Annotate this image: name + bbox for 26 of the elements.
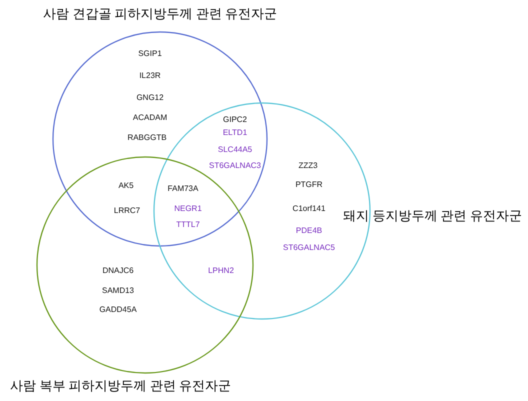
gene-label: GNG12: [136, 93, 164, 103]
gene-label: ACADAM: [132, 113, 168, 123]
gene-label: PTGFR: [295, 180, 323, 190]
gene-label: ST6GALNAC3: [208, 161, 262, 171]
gene-label: SAMD13: [102, 286, 134, 296]
gene-label: IL23R: [139, 71, 161, 81]
gene-label: C1orf141: [292, 204, 326, 214]
gene-label: LPHN2: [208, 266, 234, 276]
gene-label: AK5: [118, 181, 134, 191]
gene-label: GADD45A: [99, 305, 137, 315]
gene-label: DNAJC6: [102, 266, 134, 276]
gene-label: GIPC2: [223, 115, 247, 125]
gene-label: SLC44A5: [218, 145, 252, 155]
gene-label: SGIP1: [138, 49, 162, 59]
gene-label: FAM73A: [168, 184, 198, 194]
gene-label: TTTL7: [176, 220, 200, 230]
set-heading: 사람 견갑골 피하지방두께 관련 유전자군: [43, 6, 277, 22]
gene-label: RABGGTB: [127, 133, 167, 143]
gene-label: NEGR1: [174, 204, 202, 214]
gene-label: LRRC7: [114, 206, 140, 216]
set-heading: 돼지 등지방두께 관련 유전자군: [343, 208, 522, 224]
gene-label: PDE4B: [296, 226, 322, 236]
gene-label: ZZZ3: [298, 161, 318, 171]
gene-label: ELTD1: [222, 128, 248, 138]
set-heading: 사람 복부 피하지방두께 관련 유전자군: [10, 378, 231, 394]
gene-label: ST6GALNAC5: [282, 243, 336, 253]
